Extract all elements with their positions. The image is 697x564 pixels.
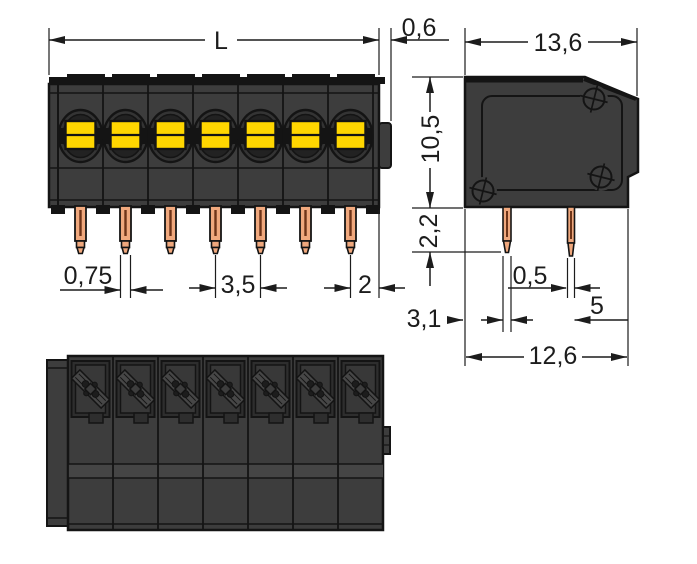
side-view bbox=[463, 75, 640, 257]
solder-pin bbox=[73, 204, 88, 255]
dimension-pin-thickness: 0,5 bbox=[508, 262, 600, 292]
dimension-label: 2,2 bbox=[415, 214, 443, 249]
dimension-label: 13,6 bbox=[534, 29, 583, 57]
solder-pin bbox=[163, 204, 178, 255]
solder-pin bbox=[118, 204, 133, 255]
dimension-label: 3,1 bbox=[407, 305, 442, 333]
solder-pin bbox=[253, 204, 268, 255]
dimension-pitch: 3,5 bbox=[189, 271, 287, 299]
dimension-back-pin-offset: 5 bbox=[574, 292, 628, 324]
dimension-end-clearance: 0,6 bbox=[391, 14, 449, 44]
dimension-label: 3,5 bbox=[221, 271, 256, 299]
side-panel-outline bbox=[481, 95, 623, 191]
front-view bbox=[47, 72, 392, 255]
pin-tip bbox=[567, 242, 575, 257]
side-latch-tab bbox=[382, 426, 391, 455]
dimension-label: 5 bbox=[590, 292, 604, 320]
dimension-end-pitch: 2 bbox=[324, 271, 405, 299]
dimension-depth: 13,6 bbox=[465, 29, 637, 57]
solder-pin bbox=[343, 204, 358, 255]
housing-cap bbox=[49, 77, 385, 84]
front-pins bbox=[73, 204, 358, 255]
top-view bbox=[46, 354, 391, 532]
housing-band bbox=[68, 464, 383, 478]
dimension-label: 12,6 bbox=[529, 342, 578, 370]
side-pins bbox=[502, 206, 576, 257]
dimension-bottom-depth: 12,6 bbox=[466, 342, 627, 370]
dimension-label: 10,5 bbox=[417, 115, 445, 164]
side-latch-tab bbox=[378, 122, 392, 169]
dimension-label: 2 bbox=[358, 271, 372, 299]
extension-lines bbox=[48, 28, 638, 366]
dimension-pin-length: 2,2 bbox=[415, 214, 443, 286]
dimension-height: 10,5 bbox=[417, 77, 445, 208]
end-plate bbox=[46, 359, 69, 527]
dimension-label: 0,5 bbox=[513, 262, 548, 290]
pin-tip bbox=[502, 240, 512, 254]
chamfer-edge bbox=[583, 77, 637, 101]
dimension-label: 0,6 bbox=[402, 14, 437, 42]
dimension-pin-width: 0,75 bbox=[60, 262, 163, 294]
solder-pin bbox=[208, 204, 223, 255]
dimension-label: 0,75 bbox=[64, 262, 113, 290]
dimension-label: L bbox=[214, 27, 228, 55]
solder-pin bbox=[298, 204, 313, 255]
dimension-front-pin-offset: 3,1 bbox=[407, 305, 533, 333]
dimension-length: L bbox=[49, 27, 379, 55]
bottom-tab bbox=[366, 205, 380, 214]
cap-edge bbox=[466, 77, 583, 83]
